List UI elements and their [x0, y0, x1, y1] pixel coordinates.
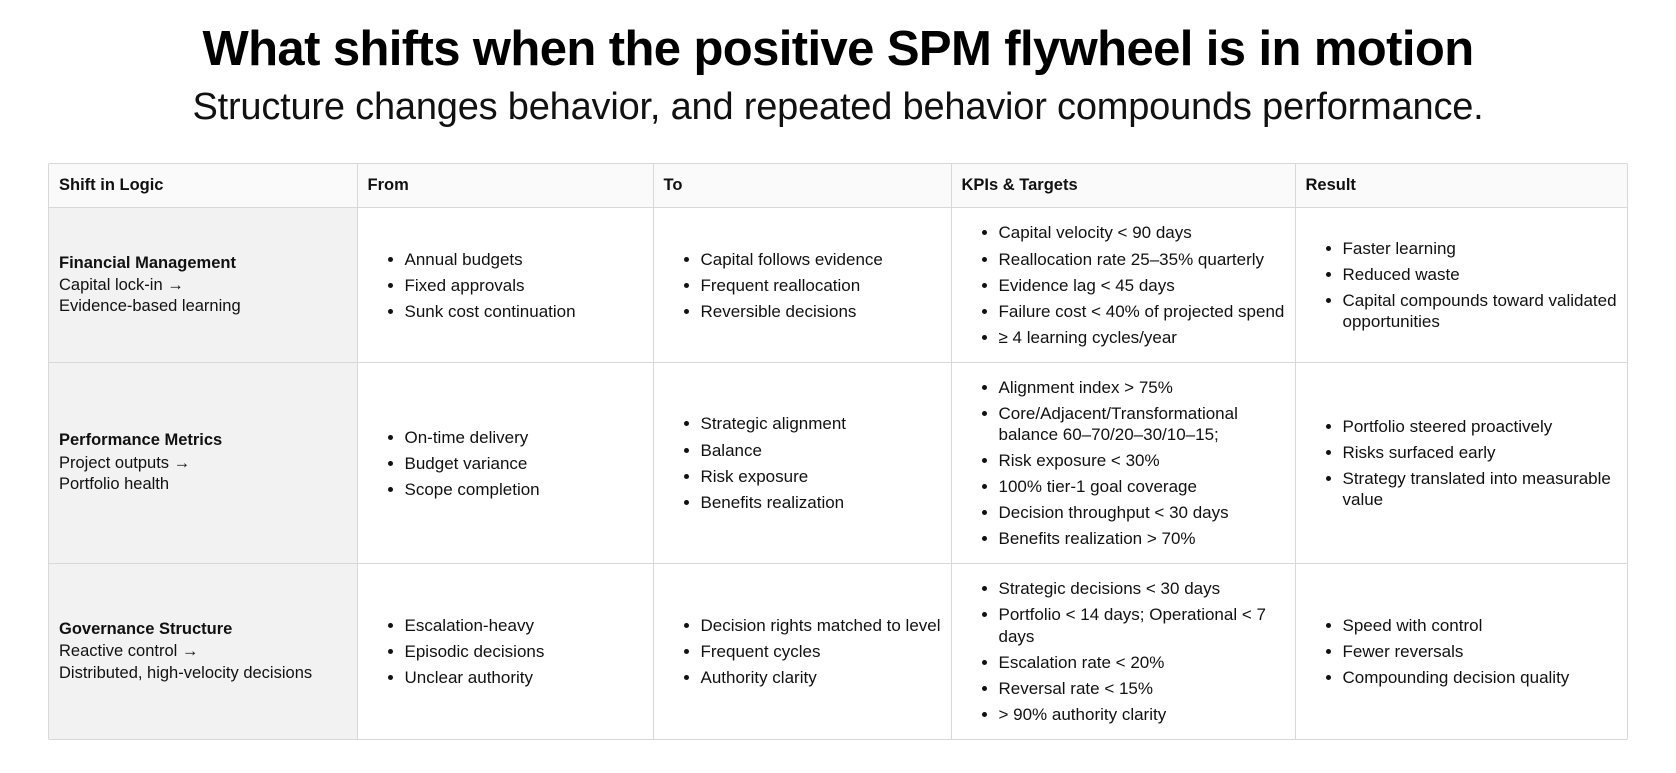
list-item: Unclear authority [387, 667, 643, 688]
list-item: Evidence lag < 45 days [981, 275, 1285, 296]
comparison-table-container: Shift in Logic From To KPIs & Targets Re… [48, 163, 1628, 740]
title-block: What shifts when the positive SPM flywhe… [0, 0, 1676, 130]
list-item: Budget variance [387, 453, 643, 474]
list-item: Compounding decision quality [1325, 667, 1620, 688]
list-item: Failure cost < 40% of projected spend [981, 301, 1285, 322]
list-item: > 90% authority clarity [981, 704, 1285, 725]
list-item: Speed with control [1325, 615, 1620, 636]
list-item: Balance [683, 440, 941, 461]
list-item: Sunk cost continuation [387, 301, 643, 322]
page-title: What shifts when the positive SPM flywhe… [202, 22, 1474, 76]
list-item: Core/Adjacent/Transformational balance 6… [981, 403, 1285, 445]
list-item: Frequent reallocation [683, 275, 941, 296]
shift-to-state: Portfolio health [59, 475, 170, 494]
cell-kpis-targets: Alignment index > 75% Core/Adjacent/Trans… [951, 362, 1296, 565]
list-item: Escalation-heavy [387, 615, 643, 636]
shift-to-state: Distributed, high-velocity decisions [59, 663, 313, 682]
list-item: Reduced waste [1325, 264, 1620, 285]
shift-name: Performance Metrics [59, 431, 223, 450]
column-header-kpis-targets: KPIs & Targets [951, 164, 1296, 209]
page-subtitle: Structure changes behavior, and repeated… [192, 85, 1484, 128]
list-item: Reversible decisions [683, 301, 941, 322]
list-item: Capital velocity < 90 days [981, 222, 1285, 243]
list-item: Escalation rate < 20% [981, 652, 1285, 673]
list-item: On-time delivery [387, 427, 643, 448]
column-header-to: To [653, 164, 952, 209]
shift-from-state: Reactive control → [59, 642, 199, 661]
list-item: Strategic alignment [683, 413, 941, 434]
list-item: Reversal rate < 15% [981, 678, 1285, 699]
list-item: Faster learning [1325, 238, 1620, 259]
list-item: ≥ 4 learning cycles/year [981, 327, 1285, 348]
shift-from-state: Capital lock-in → [59, 275, 184, 294]
list-item: Fewer reversals [1325, 641, 1620, 662]
list-item: Frequent cycles [683, 641, 941, 662]
shift-name: Financial Management [59, 253, 236, 272]
shift-name: Governance Structure [59, 619, 233, 638]
list-item: Reallocation rate 25–35% quarterly [981, 249, 1285, 270]
table-header-row: Shift in Logic From To KPIs & Targets Re… [49, 164, 1627, 209]
list-item: Benefits realization [683, 492, 941, 513]
list-item: Alignment index > 75% [981, 377, 1285, 398]
list-item: Scope completion [387, 479, 643, 500]
list-item: Fixed approvals [387, 275, 643, 296]
list-item: Benefits realization > 70% [981, 528, 1285, 549]
shift-from-state: Project outputs → [59, 453, 191, 472]
list-item: Capital follows evidence [683, 249, 941, 270]
list-item: Decision throughput < 30 days [981, 502, 1285, 523]
list-item: Decision rights matched to level [683, 615, 941, 636]
list-item: Risk exposure < 30% [981, 450, 1285, 471]
column-header-shift-in-logic: Shift in Logic [49, 164, 358, 209]
comparison-table: Shift in Logic From To KPIs & Targets Re… [49, 164, 1627, 739]
list-item: Portfolio < 14 days; Operational < 7 day… [981, 604, 1285, 646]
list-item: Authority clarity [683, 667, 941, 688]
kpis-list: Alignment index > 75% Core/Adjacent/Trans… [962, 377, 1285, 550]
list-item: Risk exposure [683, 466, 941, 487]
shift-to-state: Evidence-based learning [59, 297, 241, 316]
list-item: Strategic decisions < 30 days [981, 578, 1285, 599]
list-item: Episodic decisions [387, 641, 643, 662]
column-header-from: From [357, 164, 654, 209]
list-item: Risks surfaced early [1325, 442, 1620, 463]
list-item: Portfolio steered proactively [1325, 416, 1620, 437]
list-item: Capital compounds toward validated oppor… [1325, 290, 1620, 332]
list-item: 100% tier-1 goal coverage [981, 476, 1285, 497]
list-item: Strategy translated into measurable valu… [1325, 468, 1620, 510]
column-header-result: Result [1295, 164, 1627, 209]
list-item: Annual budgets [387, 249, 643, 270]
